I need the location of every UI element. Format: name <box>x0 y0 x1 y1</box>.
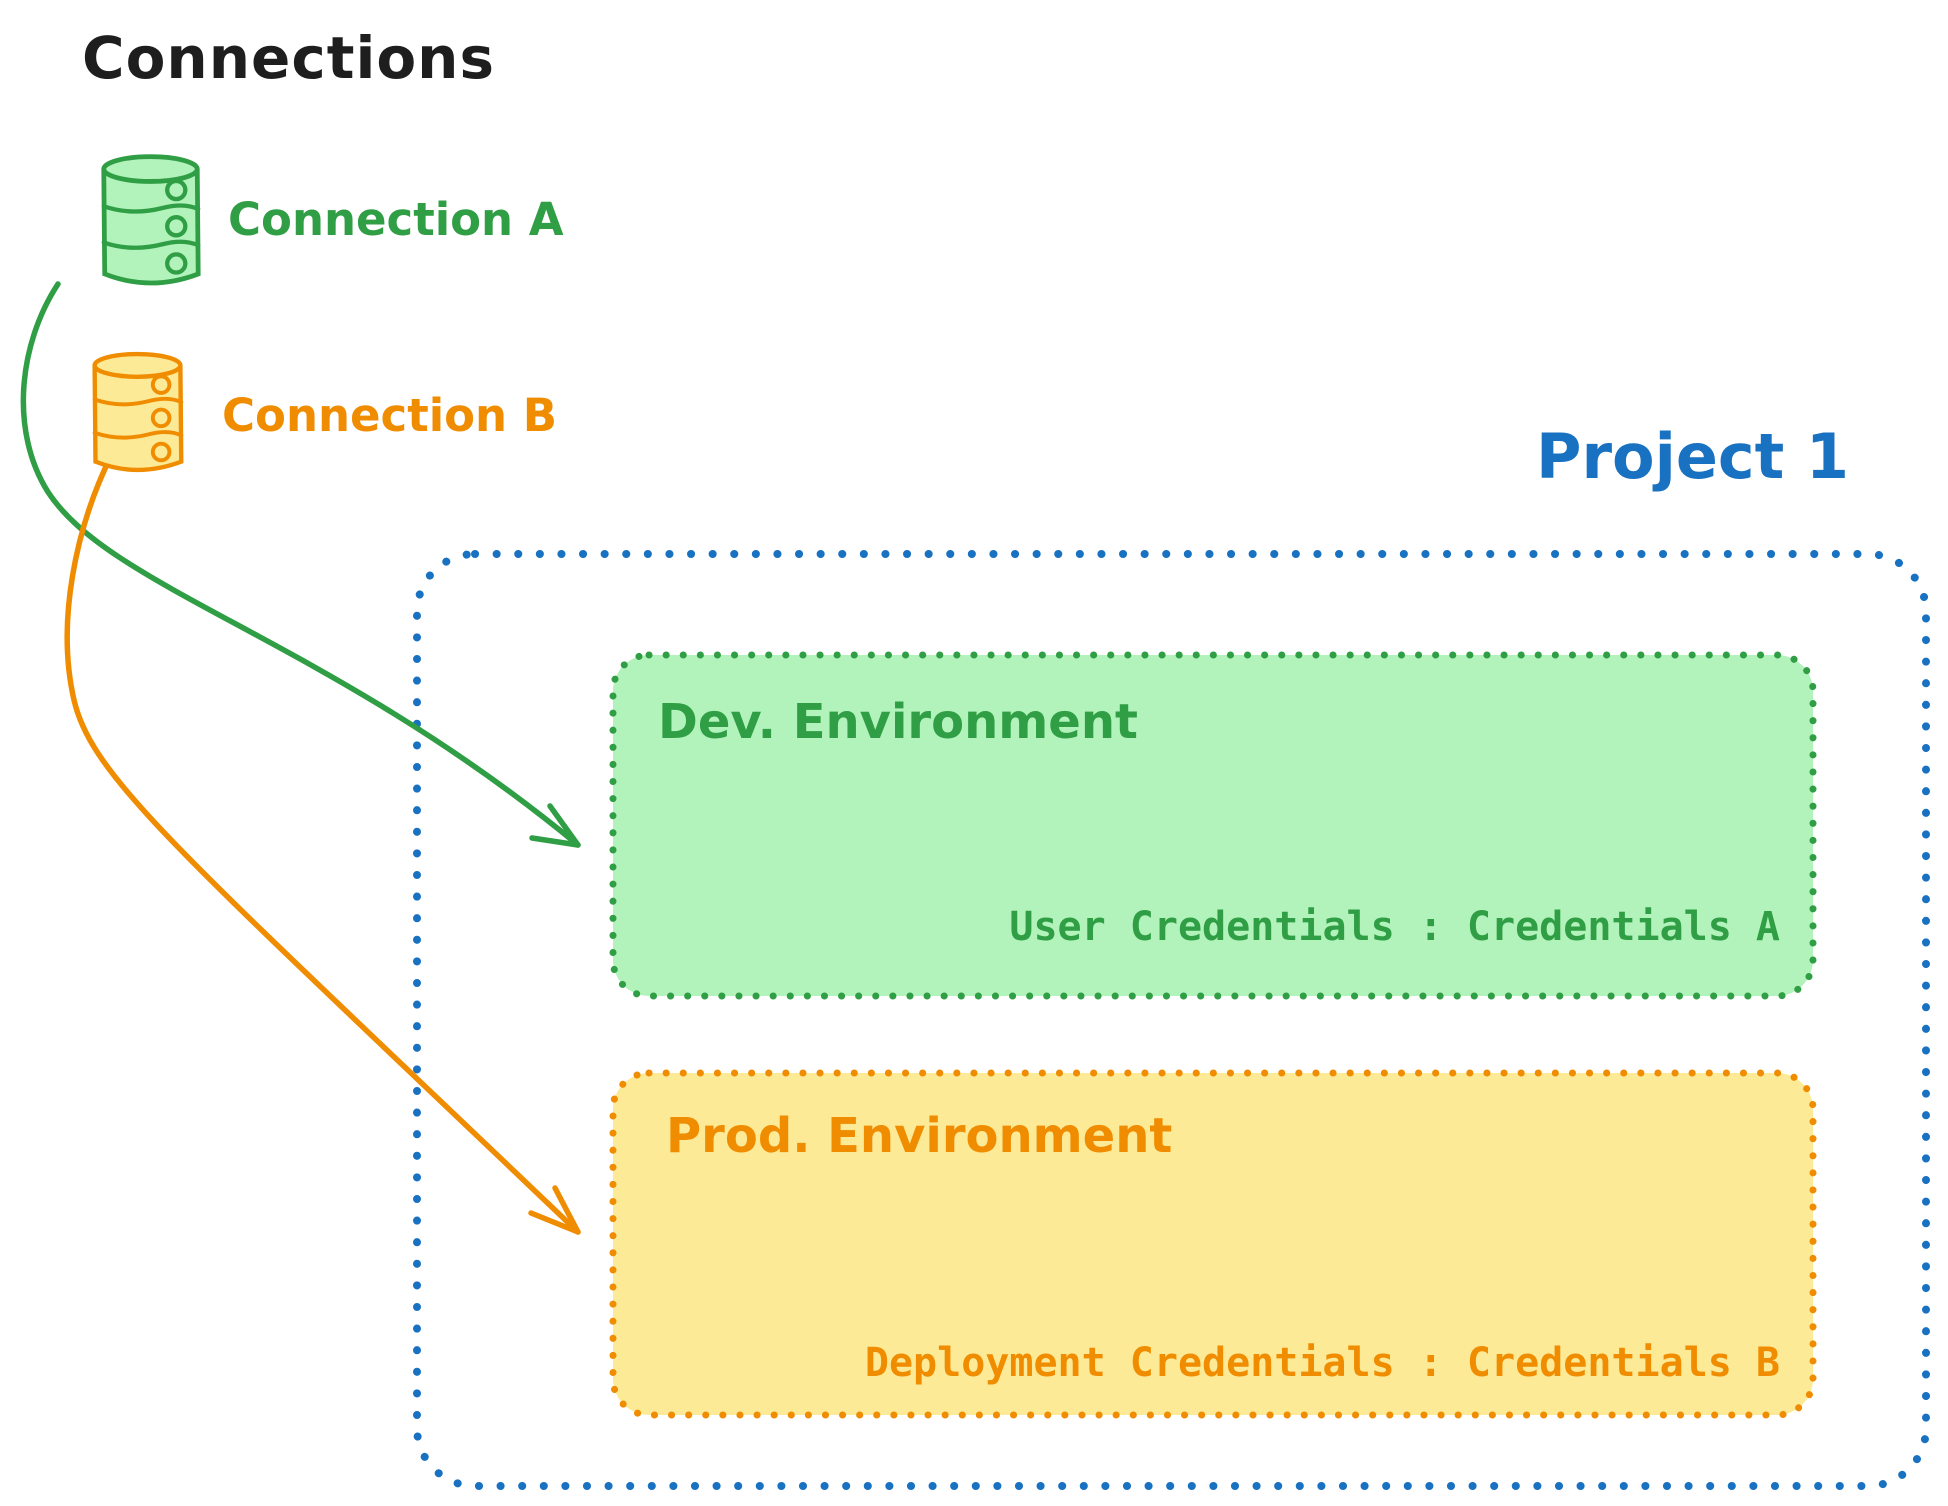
database-icon <box>84 347 191 480</box>
connection-b-arrow <box>64 455 581 1235</box>
prod-environment-title: Prod. Environment <box>666 1108 1173 1164</box>
connections-title: Connections <box>82 24 495 92</box>
dev-environment-title: Dev. Environment <box>658 694 1138 750</box>
connection-a-arrow <box>20 281 581 848</box>
connection-a-arrowhead-icon <box>529 803 581 848</box>
database-icon <box>93 149 208 294</box>
project-boundary-box <box>413 550 1930 1490</box>
prod-environment-box <box>609 1069 1817 1419</box>
connection-b-label: Connection B <box>222 389 558 442</box>
dev-environment-credentials: User Credentials : Credentials A <box>1009 904 1780 950</box>
prod-environment-credentials: Deployment Credentials : Credentials B <box>864 1340 1780 1386</box>
connection-b-arrowhead-icon <box>528 1185 581 1235</box>
connection-a-label: Connection A <box>228 193 564 246</box>
project-title: Project 1 <box>1536 420 1850 493</box>
dev-environment-box <box>609 651 1817 1000</box>
